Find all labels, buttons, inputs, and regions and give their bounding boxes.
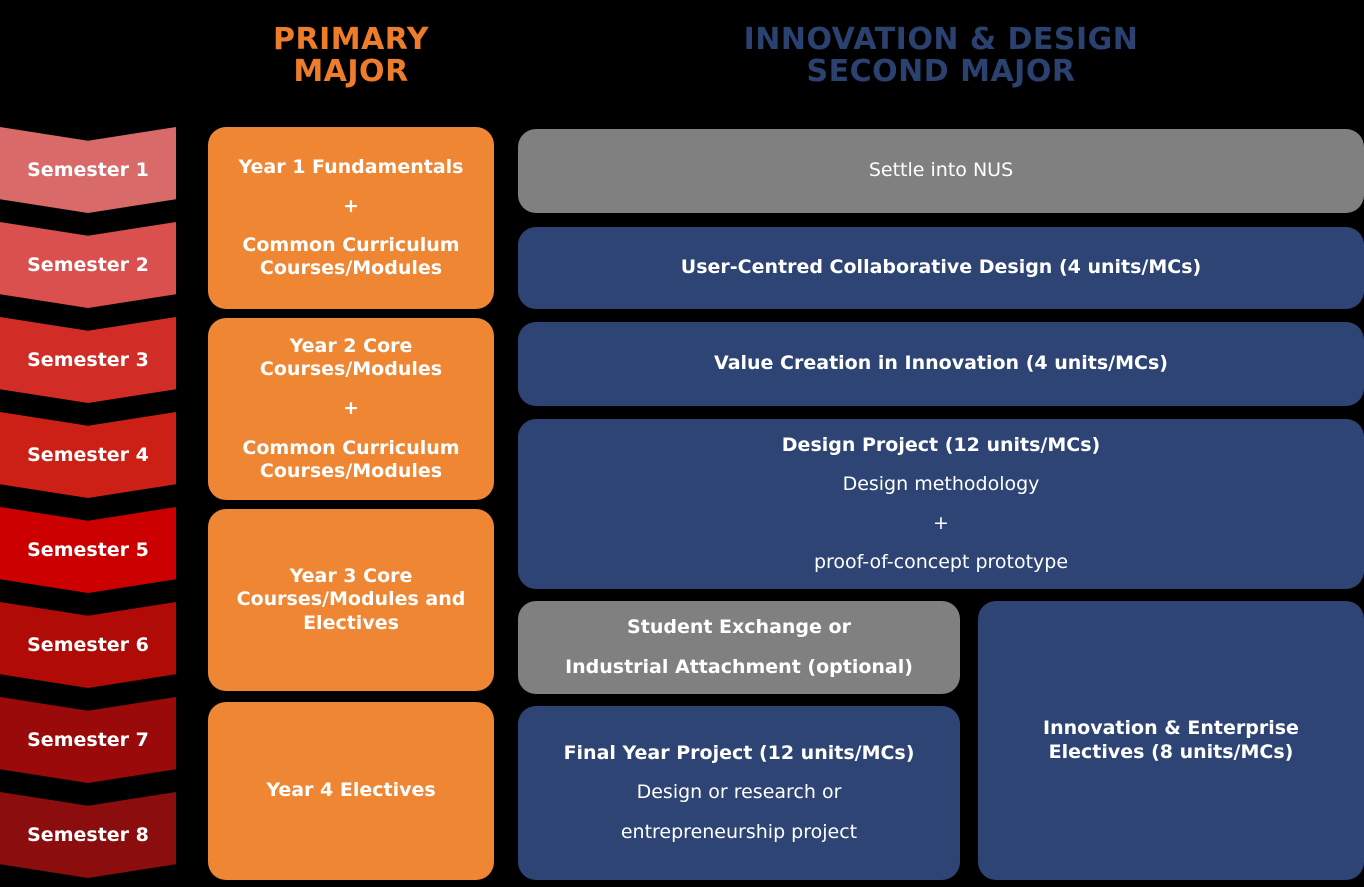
semester-label: Semester 8 bbox=[27, 824, 149, 846]
second-major-header: Innovation & Design Second Major bbox=[743, 22, 1139, 90]
card-line: Final Year Project (12 units/MCs) bbox=[563, 742, 915, 765]
card-line: Year 3 Core Courses/Modules and Elective… bbox=[236, 565, 466, 634]
card-line: Design or research or bbox=[636, 781, 842, 804]
card-year-1-fundamentals: Year 1 Fundamentals + Common Curriculum … bbox=[208, 127, 494, 309]
card-line: Common Curriculum Courses/Modules bbox=[242, 436, 460, 482]
card-design-project: Design Project (12 units/MCs) Design met… bbox=[518, 419, 1364, 589]
card-line: + bbox=[343, 194, 359, 217]
card-year-4-electives: Year 4 Electives bbox=[208, 702, 494, 880]
card-line: User-Centred Collaborative Design (4 uni… bbox=[680, 256, 1202, 279]
card-user-centred-collaborative-design: User-Centred Collaborative Design (4 uni… bbox=[518, 227, 1364, 309]
semester-chevron-8: Semester 8 bbox=[0, 792, 176, 878]
card-line: Design methodology bbox=[842, 472, 1040, 495]
semester-chevron-3: Semester 3 bbox=[0, 317, 176, 403]
card-line: + bbox=[343, 397, 359, 420]
semester-label: Semester 3 bbox=[27, 349, 149, 371]
semester-chevron-6: Semester 6 bbox=[0, 602, 176, 688]
card-line: Year 1 Fundamentals bbox=[238, 155, 464, 178]
card-line: Innovation & Enterprise Electives (8 uni… bbox=[1043, 717, 1299, 763]
card-year-2-core: Year 2 Core Courses/Modules + Common Cur… bbox=[208, 318, 494, 500]
card-line: entrepreneurship project bbox=[620, 820, 858, 843]
semester-label: Semester 6 bbox=[27, 634, 149, 656]
semester-label: Semester 5 bbox=[27, 539, 149, 561]
semester-label: Semester 4 bbox=[27, 444, 149, 466]
card-line: Industrial Attachment (optional) bbox=[565, 655, 913, 678]
card-line: Design Project (12 units/MCs) bbox=[781, 433, 1101, 456]
semester-chevron-1: Semester 1 bbox=[0, 127, 176, 213]
card-line: + bbox=[933, 512, 949, 534]
semester-chevron-5: Semester 5 bbox=[0, 507, 176, 593]
card-line: Year 4 Electives bbox=[266, 779, 436, 802]
card-line: Common Curriculum Courses/Modules bbox=[242, 234, 460, 280]
card-value-creation-in-innovation: Value Creation in Innovation (4 units/MC… bbox=[518, 322, 1364, 406]
card-final-year-project: Final Year Project (12 units/MCs) Design… bbox=[518, 706, 960, 880]
card-line: Student Exchange or bbox=[627, 616, 851, 639]
card-year-3-core: Year 3 Core Courses/Modules and Elective… bbox=[208, 509, 494, 691]
card-line: proof-of-concept prototype bbox=[813, 551, 1069, 574]
semester-chevron-4: Semester 4 bbox=[0, 412, 176, 498]
primary-major-header: Primary Major bbox=[272, 22, 429, 90]
semester-chevron-2: Semester 2 bbox=[0, 222, 176, 308]
semester-chevron-7: Semester 7 bbox=[0, 697, 176, 783]
card-line: Year 2 Core Courses/Modules bbox=[259, 335, 443, 381]
card-line: Settle into NUS bbox=[868, 159, 1014, 182]
semester-label: Semester 1 bbox=[27, 159, 149, 181]
card-settle-into-nus: Settle into NUS bbox=[518, 129, 1364, 213]
semester-label: Semester 7 bbox=[27, 729, 149, 751]
card-innovation-enterprise-electives: Innovation & Enterprise Electives (8 uni… bbox=[978, 601, 1364, 880]
card-student-exchange-industrial-attachment: Student Exchange or Industrial Attachmen… bbox=[518, 601, 960, 694]
semester-label: Semester 2 bbox=[27, 254, 149, 276]
card-line: Value Creation in Innovation (4 units/MC… bbox=[714, 352, 1168, 375]
semester-timeline: Semester 1 Semester 2 Semester 3 Semeste… bbox=[0, 127, 176, 887]
